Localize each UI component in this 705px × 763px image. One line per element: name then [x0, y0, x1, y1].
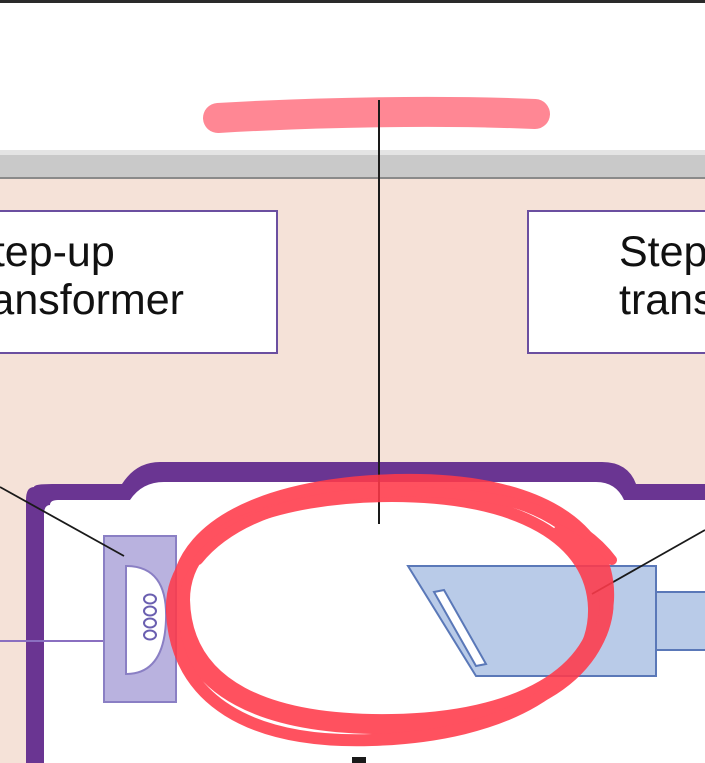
bottom-tick — [352, 757, 366, 763]
red-circle-annotation — [165, 473, 617, 747]
step-down-transformer-label-box: Step-down transformer — [527, 210, 705, 354]
top-rail-highlight — [0, 150, 705, 155]
step-up-transformer-label-box: Step-up transformer — [0, 210, 278, 354]
step-up-transformer-label: Step-up transformer — [0, 228, 184, 325]
highlighter-mark — [203, 96, 550, 133]
leader-line-left — [0, 486, 125, 557]
coil-filament-icon — [143, 593, 157, 641]
step-down-transformer-label: Step-down transformer — [619, 228, 705, 325]
